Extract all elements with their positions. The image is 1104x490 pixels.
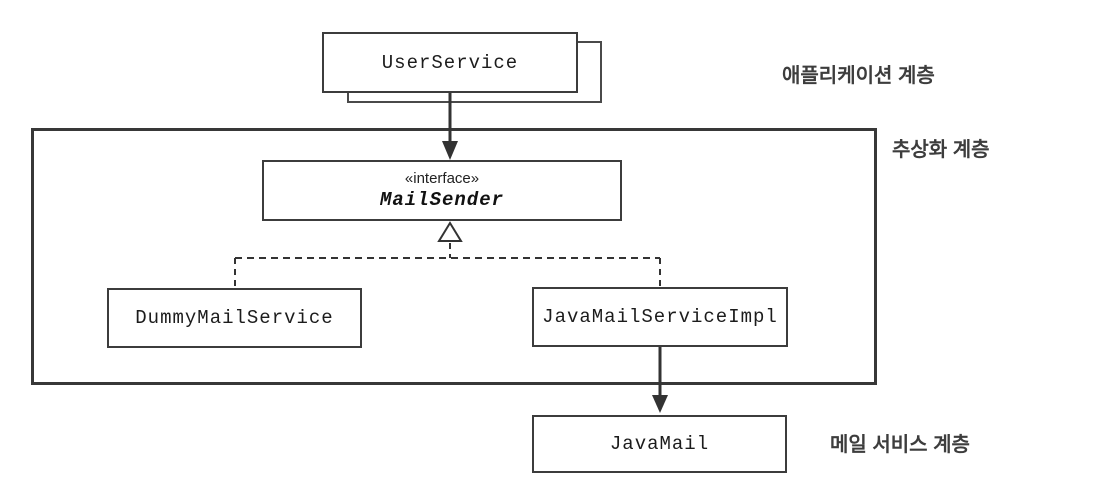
- layer-label-application: 애플리케이션 계층: [782, 65, 935, 87]
- node-user-service-label: UserService: [381, 51, 519, 74]
- node-java-mail-service-impl: JavaMailServiceImpl: [532, 287, 788, 347]
- abstraction-layer-container-box: [31, 128, 877, 385]
- node-mail-sender-label: MailSender: [379, 189, 505, 211]
- node-user-service: UserService: [322, 32, 578, 93]
- node-dummy-mail-service-label: DummyMailService: [135, 307, 334, 329]
- node-java-mail-label: JavaMail: [609, 433, 710, 455]
- interface-stereotype-label: «interface»: [404, 170, 480, 187]
- node-java-mail: JavaMail: [532, 415, 787, 473]
- node-mail-sender-interface: «interface» MailSender: [262, 160, 622, 221]
- node-java-mail-service-impl-label: JavaMailServiceImpl: [542, 306, 778, 328]
- filled-arrowhead-icon: [652, 395, 668, 413]
- node-dummy-mail-service: DummyMailService: [107, 288, 362, 348]
- layer-label-abstraction: 추상화 계층: [892, 139, 990, 161]
- layer-label-mail-service: 메일 서비스 계층: [830, 434, 970, 456]
